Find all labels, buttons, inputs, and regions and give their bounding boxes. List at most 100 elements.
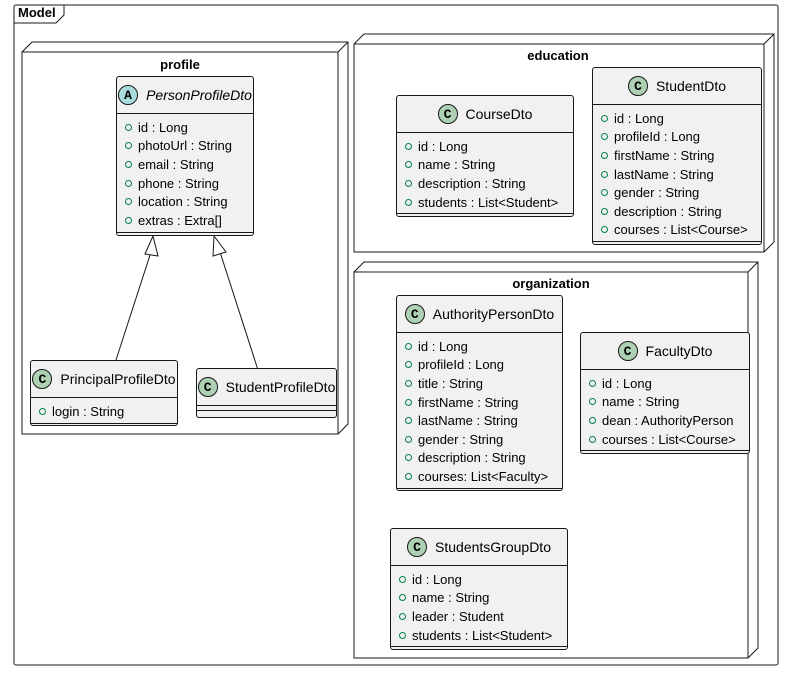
class-header: C CourseDto <box>397 96 573 133</box>
public-visibility-icon <box>601 151 608 159</box>
public-visibility-icon <box>405 342 412 350</box>
model-frame-tab <box>14 5 65 24</box>
abstract-class-icon: A <box>118 85 139 105</box>
public-visibility-icon <box>601 170 608 178</box>
class-methods <box>397 214 573 222</box>
class-name: StudentDto <box>655 78 727 94</box>
class-students-group-dto[interactable]: C StudentsGroupDto id : Long name : Stri… <box>390 528 568 650</box>
public-visibility-icon <box>39 407 46 415</box>
class-field: id : Long <box>397 337 562 356</box>
public-visibility-icon <box>405 454 412 462</box>
class-student-dto[interactable]: C StudentDto id : Long profileId : Long … <box>592 67 762 245</box>
class-field: id : Long <box>581 374 749 393</box>
class-field: id : Long <box>593 109 761 128</box>
public-visibility-icon <box>125 160 132 168</box>
class-field: name : String <box>391 589 567 608</box>
package-organization-label: organization <box>512 276 590 291</box>
public-visibility-icon <box>405 179 412 187</box>
class-icon: C <box>627 76 648 96</box>
class-methods <box>581 451 749 459</box>
class-name: FacultyDto <box>645 343 713 359</box>
class-field: extras : Extra[] <box>117 211 253 230</box>
class-field: firstName : String <box>397 393 562 412</box>
class-header: C StudentProfileDto <box>197 369 336 406</box>
public-visibility-icon <box>405 472 412 480</box>
model-frame <box>13 4 779 666</box>
public-visibility-icon <box>125 123 132 131</box>
class-methods <box>31 424 177 432</box>
class-field: courses : List<Course> <box>581 430 749 449</box>
inheritance-student-to-person <box>212 234 259 371</box>
model-frame-title: Model <box>18 5 56 20</box>
class-field: phone : String <box>117 174 253 193</box>
class-header: C StudentDto <box>593 68 761 105</box>
public-visibility-icon <box>399 631 406 639</box>
class-fields: id : Long photoUrl : String email : Stri… <box>117 114 253 233</box>
class-name: AuthorityPersonDto <box>432 306 555 322</box>
class-field: gender : String <box>593 183 761 202</box>
class-fields: login : String <box>31 398 177 424</box>
class-fields: id : Long profileId : Long firstName : S… <box>593 105 761 243</box>
public-visibility-icon <box>125 198 132 206</box>
class-field: students : List<Student> <box>391 626 567 645</box>
class-field: dean : AuthorityPerson <box>581 411 749 430</box>
package-education-label: education <box>527 48 589 63</box>
class-field: photoUrl : String <box>117 137 253 156</box>
class-name: StudentsGroupDto <box>435 539 551 555</box>
class-field: gender : String <box>397 430 562 449</box>
class-fields: id : Long profileId : Long title : Strin… <box>397 333 562 489</box>
class-icon: C <box>32 369 53 389</box>
public-visibility-icon <box>125 216 132 224</box>
class-name: StudentProfileDto <box>225 379 336 395</box>
public-visibility-icon <box>399 594 406 602</box>
class-field: profileId : Long <box>397 356 562 375</box>
public-visibility-icon <box>405 417 412 425</box>
public-visibility-icon <box>589 379 596 387</box>
class-name: PersonProfileDto <box>146 87 252 103</box>
class-principal-profile-dto[interactable]: C PrincipalProfileDto login : String <box>30 360 178 426</box>
public-visibility-icon <box>405 361 412 369</box>
class-authority-person-dto[interactable]: C AuthorityPersonDto id : Long profileId… <box>396 295 563 491</box>
class-field: leader : Student <box>391 607 567 626</box>
class-field: description : String <box>397 174 573 193</box>
class-methods <box>391 647 567 655</box>
public-visibility-icon <box>405 398 412 406</box>
public-visibility-icon <box>601 133 608 141</box>
public-visibility-icon <box>405 198 412 206</box>
public-visibility-icon <box>601 189 608 197</box>
class-header: A PersonProfileDto <box>117 77 253 114</box>
public-visibility-icon <box>405 161 412 169</box>
public-visibility-icon <box>125 142 132 150</box>
class-field: lastName : String <box>593 165 761 184</box>
class-field: id : Long <box>391 570 567 589</box>
class-course-dto[interactable]: C CourseDto id : Long name : String desc… <box>396 95 574 217</box>
class-field: courses : List<Course> <box>593 221 761 240</box>
package-profile-label: profile <box>160 57 200 72</box>
class-methods <box>397 489 562 497</box>
public-visibility-icon <box>399 575 406 583</box>
class-field: location : String <box>117 192 253 211</box>
class-header: C StudentsGroupDto <box>391 529 567 566</box>
class-field: students : List<Student> <box>397 193 573 212</box>
class-header: C FacultyDto <box>581 333 749 370</box>
class-field: name : String <box>397 156 573 175</box>
public-visibility-icon <box>399 612 406 620</box>
class-field: title : String <box>397 374 562 393</box>
class-field: description : String <box>397 449 562 468</box>
class-student-profile-dto[interactable]: C StudentProfileDto <box>196 368 337 418</box>
class-field: id : Long <box>397 137 573 156</box>
public-visibility-icon <box>125 179 132 187</box>
public-visibility-icon <box>405 435 412 443</box>
class-field: login : String <box>31 402 177 421</box>
public-visibility-icon <box>405 379 412 387</box>
class-icon: C <box>404 304 425 324</box>
class-header: C PrincipalProfileDto <box>31 361 177 398</box>
class-fields: id : Long name : String dean : Authority… <box>581 370 749 452</box>
class-faculty-dto[interactable]: C FacultyDto id : Long name : String dea… <box>580 332 750 454</box>
class-field: name : String <box>581 393 749 412</box>
public-visibility-icon <box>589 435 596 443</box>
class-header: C AuthorityPersonDto <box>397 296 562 333</box>
inheritance-principal-to-person <box>115 234 159 361</box>
public-visibility-icon <box>601 226 608 234</box>
class-person-profile-dto[interactable]: A PersonProfileDto id : Long photoUrl : … <box>116 76 254 236</box>
